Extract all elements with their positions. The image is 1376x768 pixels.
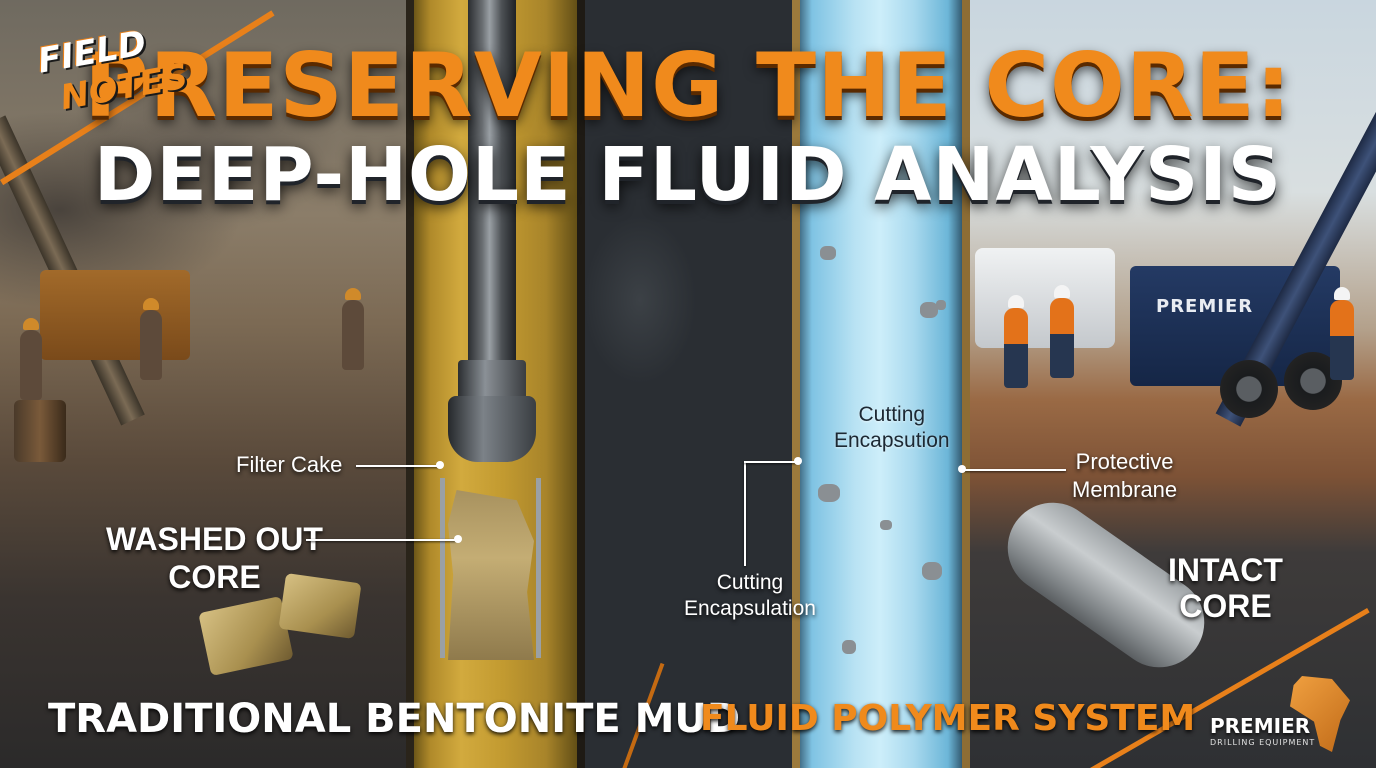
pointer-dot — [958, 465, 966, 473]
cutting-particle — [936, 300, 946, 310]
oil-barrel — [14, 400, 66, 462]
label-washed-out-line-2: CORE — [168, 559, 261, 595]
worker-figure — [342, 288, 364, 370]
truck-cab — [975, 248, 1115, 348]
broken-core-sample — [448, 490, 534, 660]
title-line-1: PRESERVING THE CORE: — [84, 34, 1292, 137]
label-line: CORE — [1179, 588, 1272, 624]
title-line-2: DEEP-HOLE FLUID ANALYSIS — [93, 132, 1283, 218]
cutting-particle — [920, 302, 938, 318]
caption-traditional-mud: TRADITIONAL BENTONITE MUD — [48, 696, 741, 742]
core-barrel-wall — [440, 478, 445, 658]
worker-figure — [20, 318, 42, 400]
label-line: Membrane — [1072, 477, 1178, 502]
rock-formation-center — [580, 0, 795, 768]
truck-wheel — [1220, 360, 1278, 418]
brand-logo: PREMIER DRILLING EQUIPMENT — [1210, 676, 1360, 756]
worker-figure — [1004, 295, 1028, 388]
cutting-particle — [922, 562, 942, 580]
cutting-particle — [880, 520, 892, 530]
pointer-line — [306, 539, 456, 541]
panel-divider — [962, 0, 970, 768]
truck-logo-text: PREMIER — [1156, 296, 1254, 317]
pointer-dot — [794, 457, 802, 465]
worker-figure — [140, 298, 162, 380]
pointer-dot — [436, 461, 444, 469]
panel-divider — [577, 0, 585, 768]
panel-divider — [406, 0, 414, 768]
pointer-line — [744, 461, 798, 463]
label-line: Encapsulation — [684, 597, 816, 620]
pointer-line — [962, 469, 1066, 471]
label-line: Cutting — [858, 403, 926, 426]
drill-pipe — [468, 0, 516, 400]
worker-figure — [1330, 287, 1354, 380]
panel-divider — [792, 0, 800, 768]
caption-polymer-system: FLUID POLYMER SYSTEM — [700, 698, 1196, 739]
label-line: Cutting — [716, 571, 784, 594]
cutting-particle — [842, 640, 856, 654]
label-washed-out-line-1: WASHED OUT — [106, 521, 323, 557]
pointer-dot — [454, 535, 462, 543]
label-filter-cake: Filter Cake — [236, 452, 343, 477]
brand-name: PREMIER — [1210, 714, 1311, 738]
label-washed-out-core: WASHED OUT CORE — [106, 520, 323, 596]
crawler-dozer — [40, 270, 190, 360]
core-drill-bit — [448, 396, 536, 462]
label-line: INTACT — [1168, 552, 1283, 588]
label-intact-core: INTACT CORE — [1168, 552, 1283, 624]
pointer-line — [356, 465, 440, 467]
cutting-particle — [818, 484, 840, 502]
label-cutting-encapsulation-top: Cutting Encapsution — [834, 402, 950, 454]
cutting-particle — [820, 246, 836, 260]
label-line: Protective — [1075, 449, 1174, 474]
drill-collar — [458, 360, 526, 400]
label-line: Encapsution — [834, 429, 950, 452]
polymer-fluid-borehole — [795, 0, 965, 768]
brand-subtitle: DRILLING EQUIPMENT — [1210, 738, 1316, 747]
core-barrel-wall — [536, 478, 541, 658]
label-protective-membrane: Protective Membrane — [1072, 448, 1177, 504]
label-cutting-encapsulation-bottom: Cutting Encapsulation — [684, 570, 816, 622]
worker-figure — [1050, 285, 1074, 378]
pointer-line — [744, 462, 746, 566]
